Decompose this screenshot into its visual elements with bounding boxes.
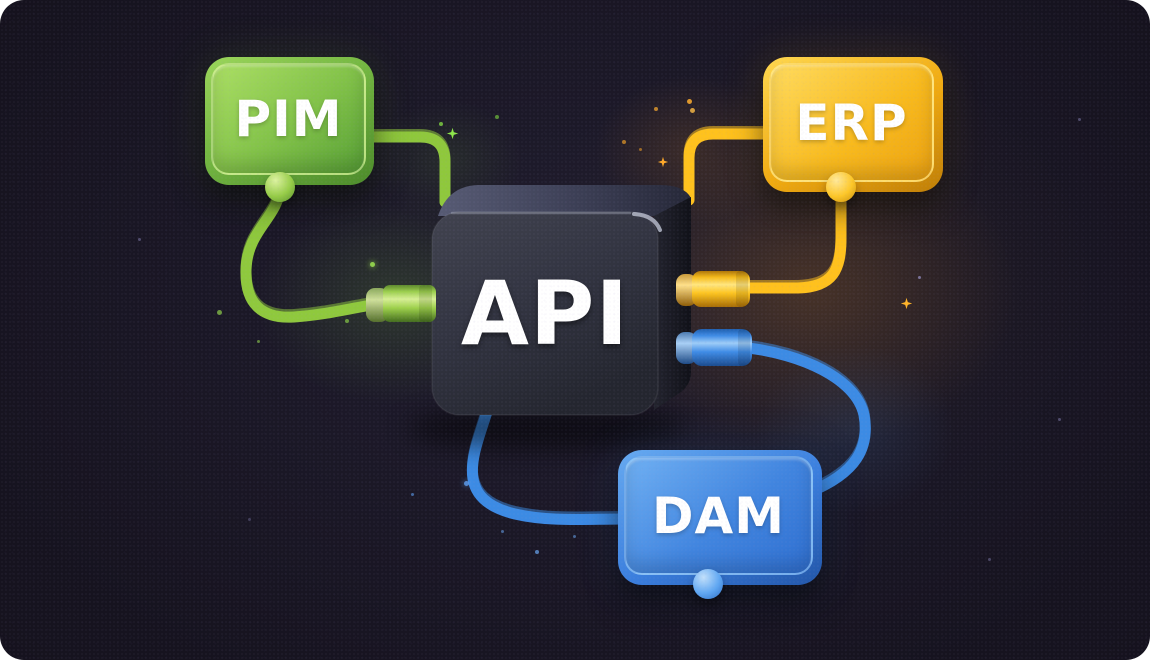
dam-node: DAM	[618, 450, 822, 585]
api-cube	[431, 185, 691, 416]
erp-label: ERP	[795, 93, 908, 152]
blue-plug	[676, 329, 752, 366]
erp-connector-dot	[826, 172, 856, 202]
pim-connector-dot	[265, 172, 295, 202]
dam-connector-dot	[693, 569, 723, 599]
api-label: API	[460, 262, 630, 365]
yellow-plug	[676, 271, 750, 307]
api-cube-bevel-highlight	[632, 212, 662, 232]
pim-node-face: PIM	[211, 63, 366, 175]
api-cube-shadow	[408, 406, 688, 450]
green-plug	[366, 285, 436, 322]
erp-node: ERP	[763, 57, 943, 192]
pim-label: PIM	[234, 90, 343, 148]
dam-label: DAM	[652, 486, 785, 545]
erp-node-face: ERP	[769, 63, 934, 182]
api-cube-top-face	[438, 185, 691, 216]
pim-node: PIM	[205, 57, 374, 185]
dam-node-face: DAM	[624, 456, 813, 575]
